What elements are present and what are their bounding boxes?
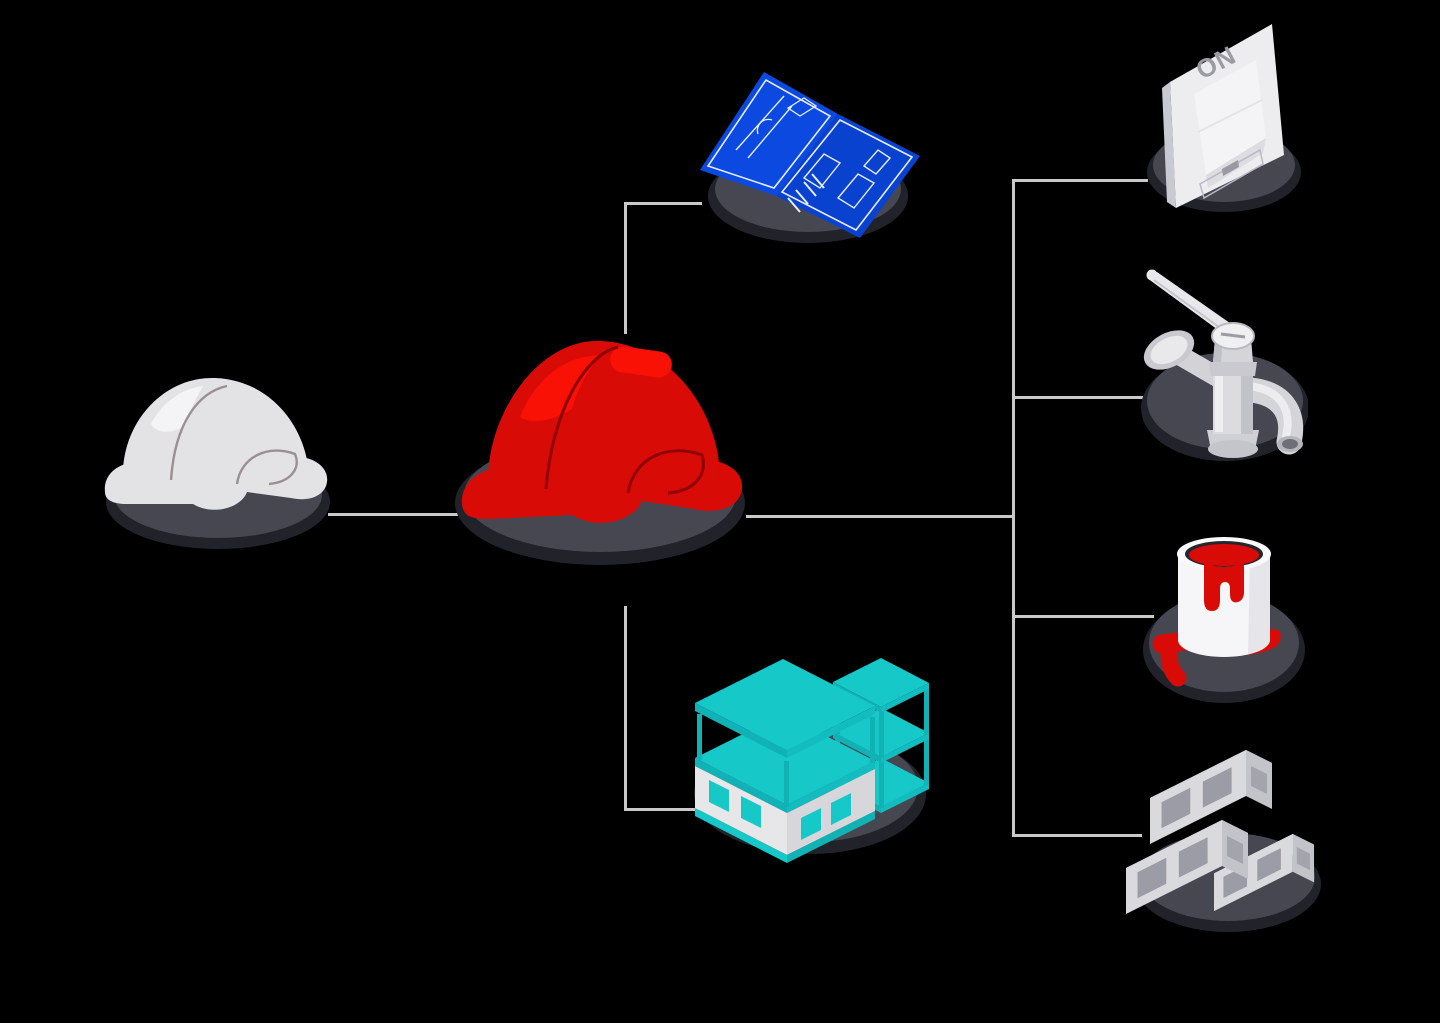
node-red-hard-hat xyxy=(450,325,750,575)
edge-trunk-to-light-switch xyxy=(1014,179,1148,182)
node-paint-can xyxy=(1138,492,1313,707)
blueprint-icon xyxy=(700,72,920,243)
edge-trunk-to-paint-can xyxy=(1014,615,1154,618)
edge-white-hat-to-red-hat xyxy=(328,513,458,516)
water-tap-icon xyxy=(1141,269,1308,461)
edge-trunk-to-water-tap xyxy=(1014,396,1145,399)
node-white-hard-hat xyxy=(95,350,335,550)
right-trunk-vertical xyxy=(1012,179,1015,837)
white-hard-hat-icon xyxy=(104,377,330,549)
edge-red-hat-to-building-horizontal xyxy=(626,808,704,811)
node-concrete-blocks xyxy=(1122,750,1332,935)
node-water-tap xyxy=(1133,258,1308,463)
paint-can-icon xyxy=(1143,537,1305,703)
edge-red-hat-to-right-trunk xyxy=(746,515,1014,518)
node-light-switch: ON xyxy=(1142,12,1312,217)
building-icon xyxy=(694,658,929,863)
light-switch-icon: ON xyxy=(1147,24,1301,212)
edge-trunk-to-concrete-blocks xyxy=(1014,834,1142,837)
edge-red-hat-to-building-vertical xyxy=(624,606,627,811)
edge-red-hat-to-blueprint-horizontal xyxy=(624,202,702,205)
node-blueprint xyxy=(688,58,928,253)
edge-red-hat-to-blueprint-vertical xyxy=(624,202,627,334)
concrete-blocks-icon xyxy=(1126,750,1321,932)
red-hard-hat-icon xyxy=(455,340,745,565)
node-building-frame xyxy=(683,622,933,867)
